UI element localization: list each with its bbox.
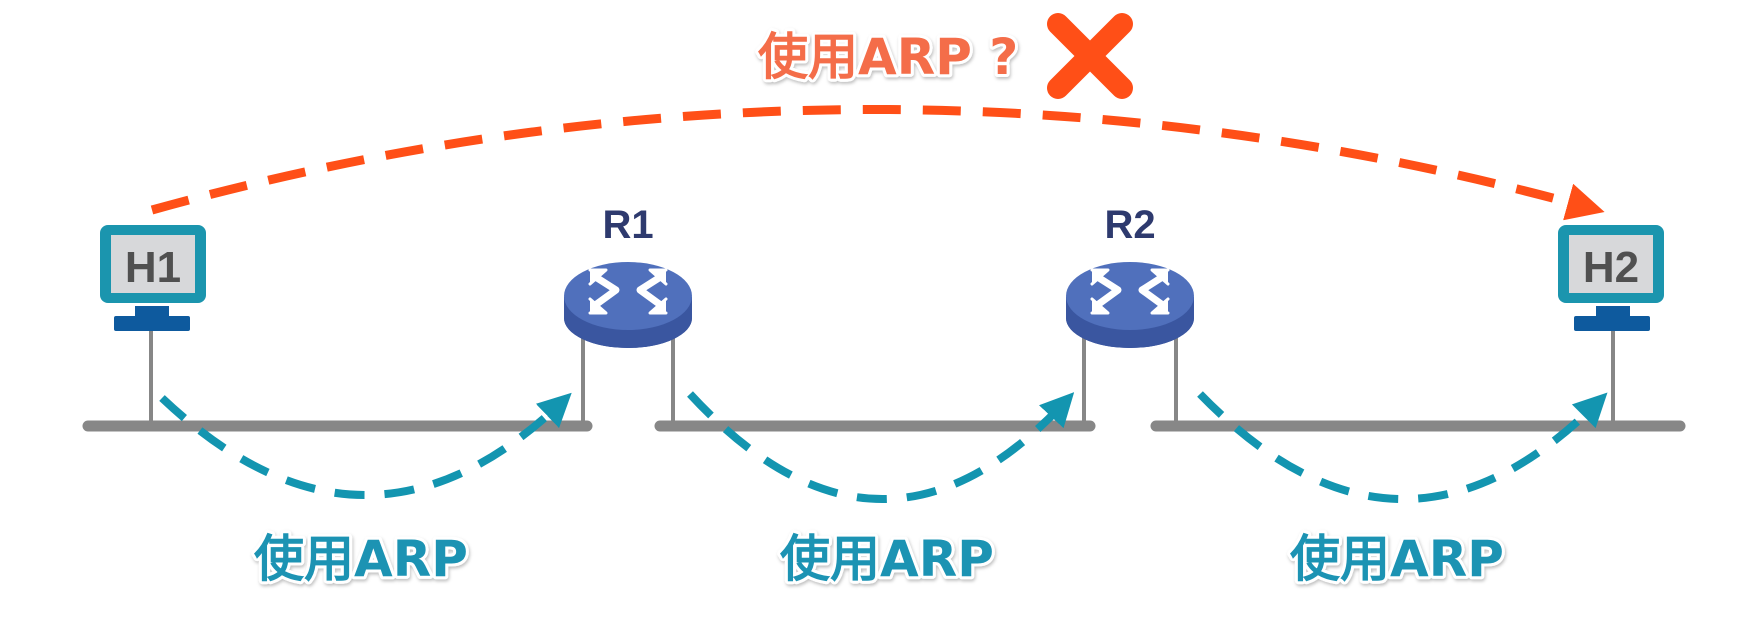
hop-arrow-r1-r2 [687, 391, 1075, 503]
host-h1[interactable]: H1 [100, 225, 206, 331]
host-stand-base [1574, 316, 1650, 331]
host-h2[interactable]: H2 [1558, 225, 1664, 331]
host-h1-label: H1 [125, 243, 181, 292]
host-h2-label: H2 [1583, 243, 1639, 292]
host-stand-neck [135, 306, 169, 316]
hop-arrow-h1-r1 [159, 392, 572, 499]
host-screen [1569, 235, 1653, 293]
host-screen [111, 235, 195, 293]
router-r2[interactable]: R2 [1066, 203, 1194, 348]
host-stand-base [114, 316, 190, 331]
host-stand-neck [1596, 306, 1630, 316]
router-r1-label: R1 [602, 203, 653, 247]
router-body-top [1066, 262, 1194, 330]
hop-label-2: 使用ARP [780, 530, 994, 588]
end-to-end-arp-arrow [150, 105, 1605, 221]
router-body-top [564, 262, 692, 330]
hop-arrow-r2-h2 [1197, 391, 1608, 503]
router-arrows-icon [1090, 268, 1170, 315]
end-to-end-arp-question: 使用ARP ? [758, 28, 1018, 86]
cross-icon [1047, 13, 1133, 99]
router-r1[interactable]: R1 [564, 203, 692, 348]
router-arrows-icon [588, 268, 668, 315]
hop-label-1: 使用ARP [254, 530, 468, 588]
router-r2-label: R2 [1104, 203, 1155, 247]
hop-label-3: 使用ARP [1290, 530, 1504, 588]
